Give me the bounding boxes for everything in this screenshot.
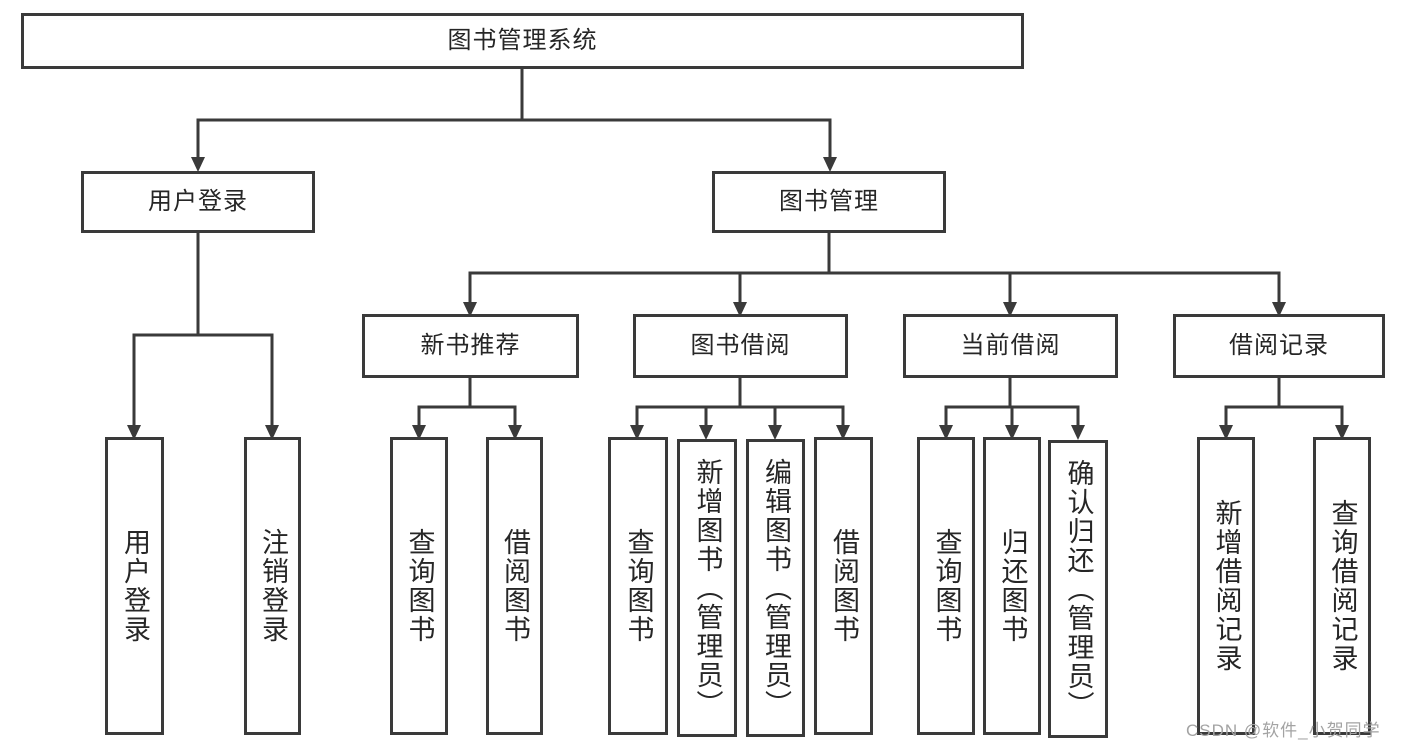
- leaf-add-books-admin: 新增图书（管理员）: [677, 439, 737, 737]
- leaf-confirm-return-admin: 确认归还（管理员）: [1048, 440, 1108, 738]
- leaf-add-borrow-record: 新增借阅记录: [1197, 437, 1255, 735]
- edge-new-book-recommend-to-leaves: [412, 376, 522, 440]
- node-new-book-recommend: 新书推荐: [362, 314, 579, 378]
- leaf-borrow-query-books: 查询图书: [608, 437, 668, 735]
- node-root-book-management-system: 图书管理系统: [21, 13, 1024, 69]
- edge-user-login-to-leaves: [127, 231, 279, 440]
- leaf-query-borrow-record: 查询借阅记录: [1313, 437, 1371, 735]
- edge-current-borrow-to-leaves: [939, 376, 1085, 440]
- leaf-recommend-borrow-books: 借阅图书: [486, 437, 543, 735]
- node-book-management: 图书管理: [712, 171, 946, 233]
- leaf-edit-books-admin: 编辑图书（管理员）: [746, 439, 805, 737]
- node-current-borrow: 当前借阅: [903, 314, 1118, 378]
- leaf-logout-login: 注销登录: [244, 437, 301, 735]
- edge-book-management-to-level3: [463, 231, 1286, 317]
- csdn-watermark: CSDN @软件_小贺同学: [1186, 721, 1381, 740]
- leaf-return-books: 归还图书: [983, 437, 1041, 735]
- node-borrow-records: 借阅记录: [1173, 314, 1385, 378]
- leaf-current-query-books: 查询图书: [917, 437, 975, 735]
- leaf-borrow-books: 借阅图书: [814, 437, 873, 735]
- leaf-recommend-query-books: 查询图书: [390, 437, 448, 735]
- edge-book-borrow-to-leaves: [630, 376, 850, 440]
- leaf-user-login: 用户登录: [105, 437, 164, 735]
- node-user-login: 用户登录: [81, 171, 315, 233]
- edge-borrow-records-to-leaves: [1219, 376, 1349, 440]
- edge-root-to-level2: [191, 67, 837, 172]
- node-book-borrow: 图书借阅: [633, 314, 848, 378]
